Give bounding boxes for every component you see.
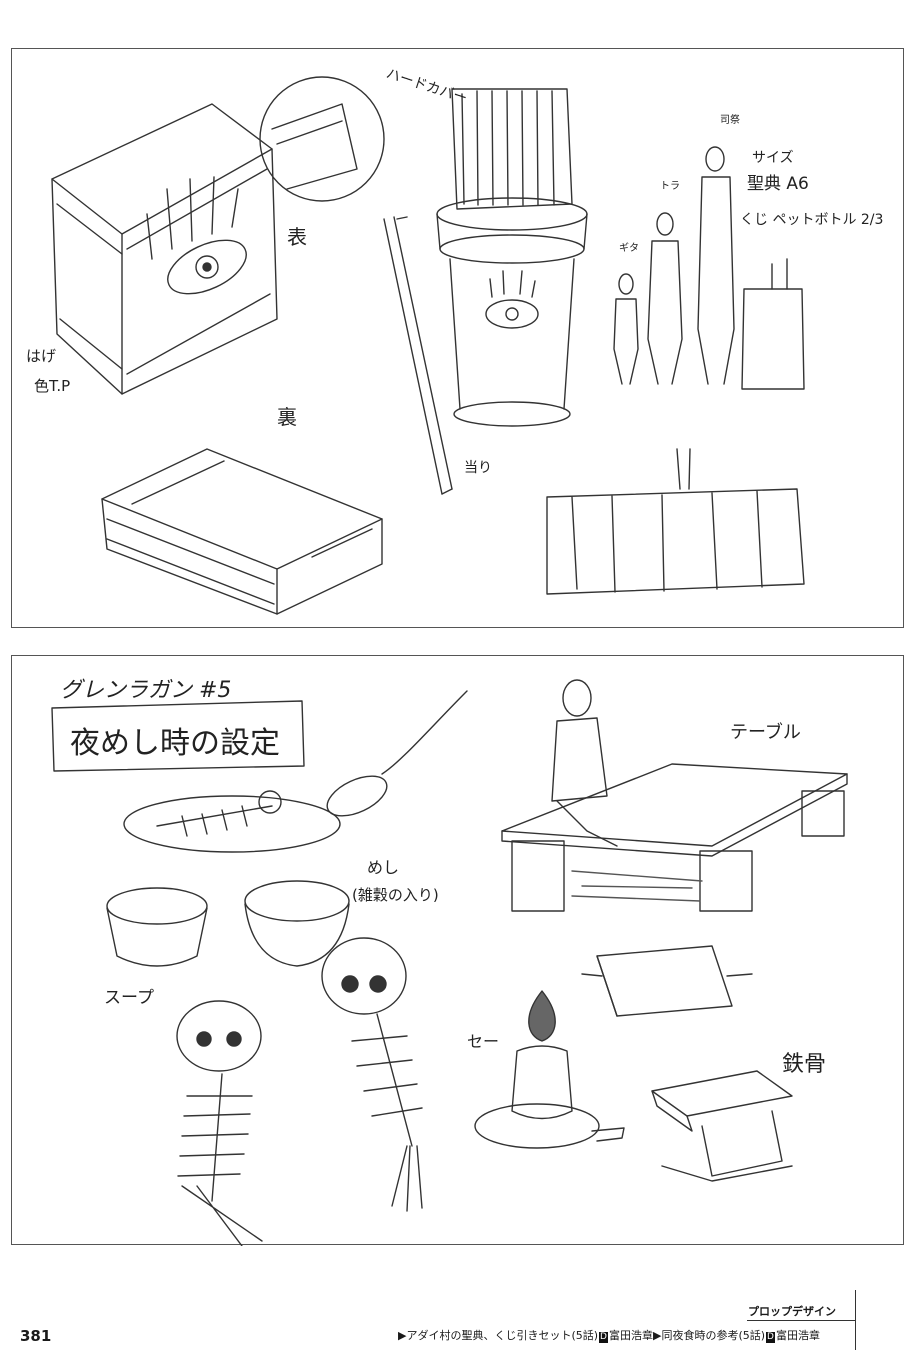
paper-bag-sketch [581, 945, 753, 1017]
soup-bowl-sketch [106, 887, 208, 967]
footer-rule [747, 1320, 855, 1321]
bottom-sketch-panel: グレンラガン #5 夜めし時の設定 テーブル めし (雑穀の入り) スープ セー… [11, 655, 904, 1246]
note-front: 表 [287, 225, 307, 249]
caption-part-1: ▶アダイ村の聖典、くじ引きセット(5話) [398, 1329, 599, 1342]
person-at-table-sketch [551, 679, 618, 847]
clothed-table-sketch [546, 448, 805, 595]
page-number: 381 [20, 1327, 52, 1345]
spoon-sketch [326, 690, 468, 817]
designer-badge-1: D [599, 1332, 608, 1343]
fish-skeleton-1-sketch [176, 1000, 263, 1246]
footer-vertical-rule [855, 1290, 856, 1350]
note-size-lottery: くじ ペットボトル 2/3 [740, 212, 884, 228]
note-steel: 鉄骨 [782, 1052, 827, 1077]
rice-bowl-sketch [244, 880, 350, 967]
designer-badge-2: D [766, 1332, 775, 1343]
note-gita: ギタ [619, 243, 639, 254]
header-title: 夜めし時の設定 [70, 726, 280, 761]
note-soup: スープ [104, 988, 154, 1008]
top-sketch-panel: ハードカバー 表 裏 はげ 色T.P 当り サイズ 聖典 A6 くじ ペットボト… [11, 48, 904, 628]
steel-beam-sketch [651, 1070, 793, 1182]
top-sketches [51, 76, 805, 615]
note-table: テーブル [730, 722, 801, 743]
note-candle: セー [467, 1032, 500, 1051]
note-size-book: 聖典 A6 [747, 174, 809, 194]
fish-plate-sketch [123, 790, 341, 853]
header-episode: グレンラガン #5 [60, 678, 232, 703]
note-rice: めし [367, 858, 400, 877]
section-label: プロップデザイン [748, 1305, 836, 1318]
lottery-cup-sketch [436, 88, 588, 427]
candle-sketch [474, 990, 625, 1149]
caption-part-2: ▶同夜食時の参考(5話) [652, 1329, 766, 1342]
note-shisai: 司祭 [720, 115, 740, 126]
designer-name-2: 富田浩章 [775, 1329, 820, 1342]
note-tora: トラ [660, 181, 680, 192]
bottom-sketches [51, 679, 848, 1246]
lottery-sticks-sketch [383, 216, 453, 495]
note-rice-detail: (雑穀の入り) [352, 886, 439, 904]
fish-skeleton-2-sketch [321, 937, 423, 1212]
note-hit: 当り [464, 460, 492, 476]
note-size-title: サイズ [752, 150, 794, 166]
low-table-sketch [501, 763, 848, 912]
note-peeling: はげ [26, 347, 57, 365]
cover-detail-circle [259, 76, 385, 202]
header-box [51, 700, 305, 772]
holy-book-back-sketch [101, 448, 383, 615]
note-back: 裏 [277, 405, 297, 429]
designer-name-1: 富田浩章 [608, 1329, 653, 1342]
note-color-tp: 色T.P [34, 377, 71, 395]
holy-book-front-sketch [51, 103, 278, 395]
size-reference-figures [613, 146, 805, 390]
